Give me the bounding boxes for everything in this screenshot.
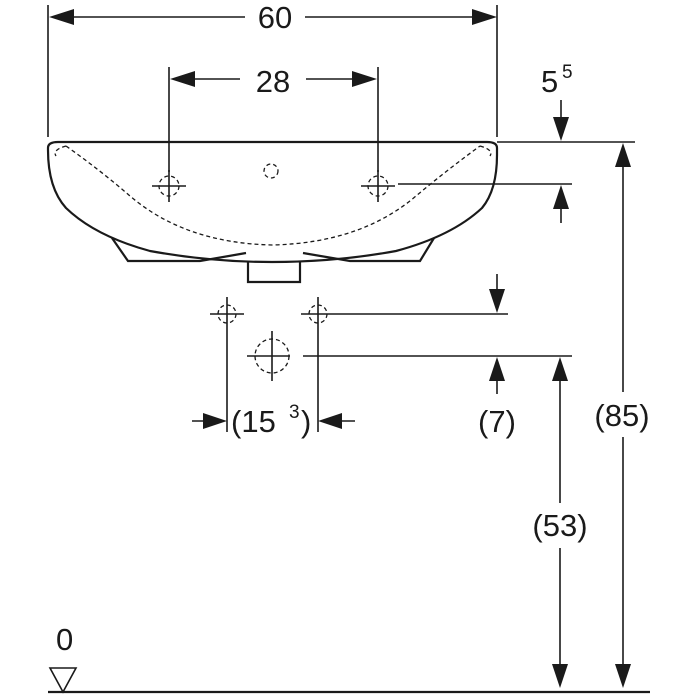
supply-to-waste-label: (7): [478, 404, 516, 439]
rim-thickness-label: 5: [541, 64, 558, 99]
supply-connection-right: [301, 297, 508, 432]
tap-hole-spacing-label: 28: [256, 64, 290, 99]
rim-thickness-superscript: 5: [562, 62, 573, 83]
supply-spacing-close: ): [301, 404, 311, 439]
rim-thickness-dimension: 5 5: [398, 62, 635, 223]
overall-width-label: 60: [258, 0, 292, 35]
supply-connection-left: [210, 297, 244, 432]
waste-connection-marker: [247, 331, 572, 381]
tap-hole-spacing-dimension: 28: [168, 64, 379, 172]
supply-spacing-superscript: 3: [289, 402, 300, 423]
floor-level-label: 0: [56, 622, 73, 657]
supply-spacing-label: (15: [231, 404, 276, 439]
supply-spacing-dimension: (15 3 ): [192, 402, 355, 439]
waste-height-dimension: (53): [532, 357, 588, 688]
floor-level: 0: [48, 622, 650, 694]
rim-height-label: (85): [594, 398, 649, 433]
washbasin-body: [46, 140, 499, 284]
supply-to-waste-dimension: (7): [478, 274, 516, 439]
overall-width-dimension: 60: [47, 0, 498, 137]
tap-hole-right-marker: [361, 170, 395, 202]
waste-height-label: (53): [532, 508, 587, 543]
rim-height-dimension: (85): [594, 143, 650, 688]
tap-hole-left-marker: [152, 170, 186, 202]
